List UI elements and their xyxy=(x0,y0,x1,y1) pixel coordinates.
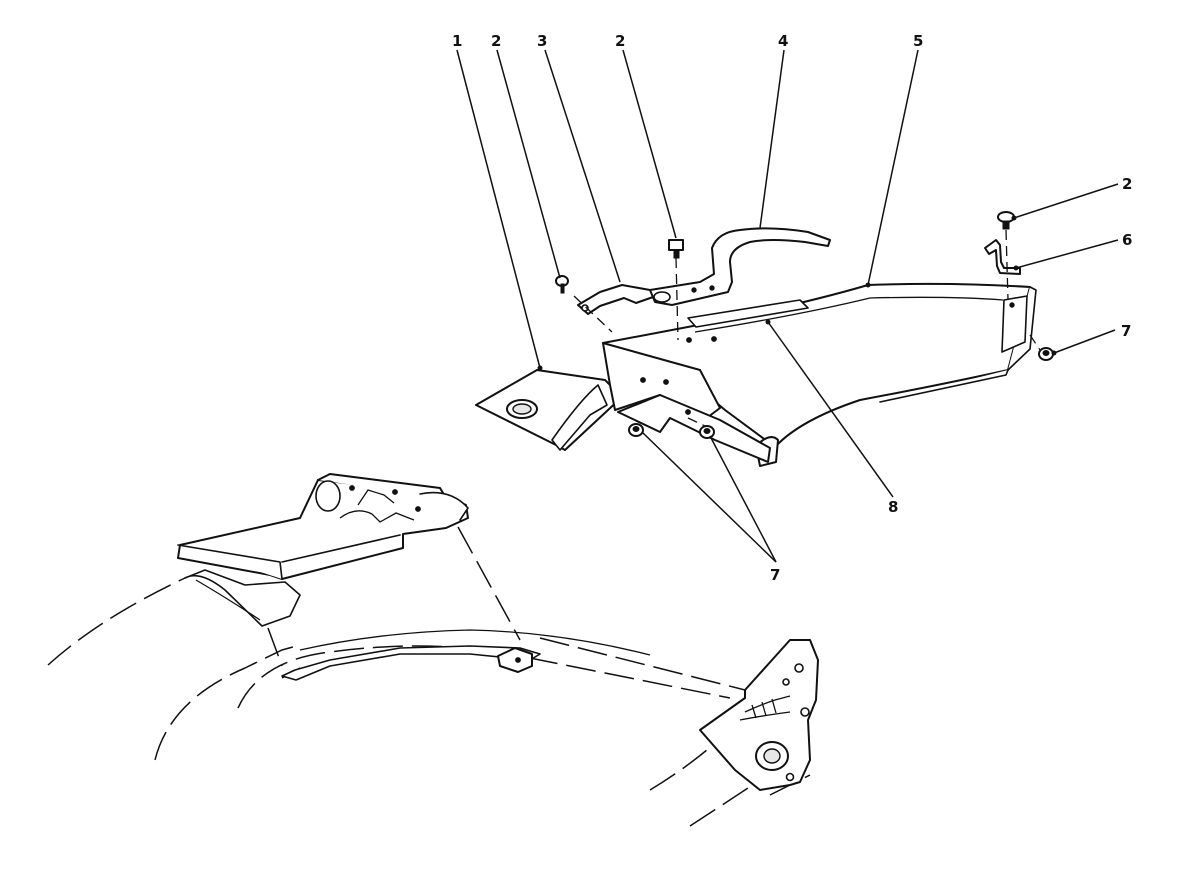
chute-handle-part-4 xyxy=(649,227,831,306)
callout-numbers: 1 2 3 2 4 5 2 6 7 8 7 xyxy=(452,32,1132,584)
screw-part-2-b xyxy=(668,239,684,259)
side-plate xyxy=(699,639,819,791)
spring-clip-part-6 xyxy=(984,239,1021,275)
chute-assembly xyxy=(475,211,1054,467)
decal-plate-part-8 xyxy=(687,299,809,328)
callout-leaders xyxy=(456,49,1119,563)
callout-2-b: 2 xyxy=(615,32,625,50)
mower-housing xyxy=(47,473,819,827)
callout-8: 8 xyxy=(888,498,898,516)
nut-part-7-a xyxy=(1038,347,1054,361)
callout-1: 1 xyxy=(452,32,462,50)
callout-5: 5 xyxy=(913,32,923,50)
screw-part-2-a xyxy=(555,275,569,294)
deflector-bracket-part-1 xyxy=(475,342,771,463)
clamp-bracket-part-3 xyxy=(577,284,657,315)
nut-part-7-c xyxy=(699,425,715,439)
callout-4: 4 xyxy=(778,32,788,50)
callout-2-c: 2 xyxy=(1122,175,1132,193)
callout-2-a: 2 xyxy=(491,32,501,50)
nut-part-7-b xyxy=(628,423,644,437)
callout-7-b: 7 xyxy=(770,566,780,584)
callout-7-a: 7 xyxy=(1121,322,1131,340)
callout-3: 3 xyxy=(537,32,547,50)
callout-6: 6 xyxy=(1122,231,1132,249)
screw-part-2-c xyxy=(997,211,1015,230)
